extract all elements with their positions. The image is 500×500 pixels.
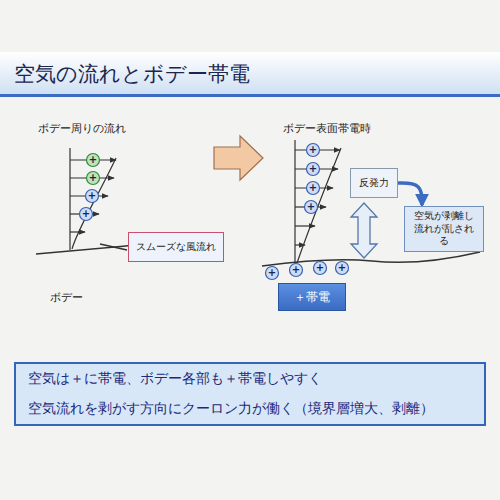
left-velocity-profile (70, 148, 116, 250)
left-velocity-profile-stroke (70, 231, 85, 232)
left-charge-circles-stroke (87, 172, 100, 185)
right-charge-circles-stroke (336, 262, 349, 275)
charge-sign: + (307, 182, 319, 194)
left-charge-circles-stroke (86, 190, 99, 203)
left-body-line-stroke (100, 244, 127, 250)
left-charge-circles (80, 154, 100, 221)
box-text: スムーズな風流れ (136, 241, 216, 254)
left-charge-circles-stroke (87, 154, 100, 167)
diagram-heading: ボデー周りの流れ (38, 121, 126, 136)
right-velocity-profile-stroke (297, 148, 341, 263)
charge-sign: + (314, 262, 326, 274)
left-velocity-profile-stroke (69, 148, 70, 250)
right-charge-circles-stroke (290, 264, 303, 277)
box-text: ＋帯電 (294, 290, 330, 305)
part-name: ボデー (50, 290, 83, 305)
charge-sign: + (87, 154, 99, 166)
charge-sign: + (87, 172, 99, 184)
box-text: 空気流れを剥がす方向にクーロン力が働く（境界層増大、剥離） (28, 400, 434, 418)
transition-arrow (214, 136, 263, 180)
right-velocity-profile (295, 140, 341, 264)
right-velocity-profile-stroke (295, 225, 315, 226)
transition-arrow-stroke (214, 136, 263, 180)
box-text: 空気が剥離し流れが乱される (412, 210, 476, 248)
repulsion-double-arrow-stroke (351, 203, 377, 258)
box-text: 空気は＋に帯電、ボデー各部も＋帯電しやすく (28, 370, 322, 388)
note-box: スムーズな風流れ (128, 232, 224, 262)
repulsion-double-arrow (351, 203, 377, 258)
box-text: 反発力 (359, 177, 389, 190)
summary-band: 空気は＋に帯電、ボデー各部も＋帯電しやすく空気流れを剥がす方向にクーロン力が働く… (14, 362, 486, 426)
right-charge-circles (266, 144, 349, 280)
charge-sign: + (305, 201, 317, 213)
right-charge-circles-stroke (307, 144, 320, 157)
charge-sign: + (266, 267, 278, 279)
left-charge-circles-stroke (80, 208, 93, 221)
right-charge-circles-stroke (307, 163, 320, 176)
charge-sign: + (307, 144, 319, 156)
slide-title: 空気の流れとボデー帯電 (14, 60, 250, 88)
force-box: 反発力 (350, 168, 398, 198)
right-charge-circles-stroke (314, 262, 327, 275)
charge-sign: + (80, 208, 92, 220)
note-box: 空気が剥離し流れが乱される (404, 206, 484, 252)
charge-sign: + (86, 190, 98, 202)
charge-sign: + (290, 264, 302, 276)
right-charge-circles-stroke (266, 267, 279, 280)
charge-sign: + (307, 163, 319, 175)
right-charge-circles-stroke (305, 201, 318, 214)
charge-sign: + (336, 262, 348, 274)
curved-arrow (398, 183, 422, 205)
charge-box: ＋帯電 (278, 283, 346, 311)
right-charge-circles-stroke (307, 182, 320, 195)
left-velocity-profile-stroke (72, 158, 116, 249)
diagram-heading: ボデー表面帯電時 (283, 121, 371, 136)
